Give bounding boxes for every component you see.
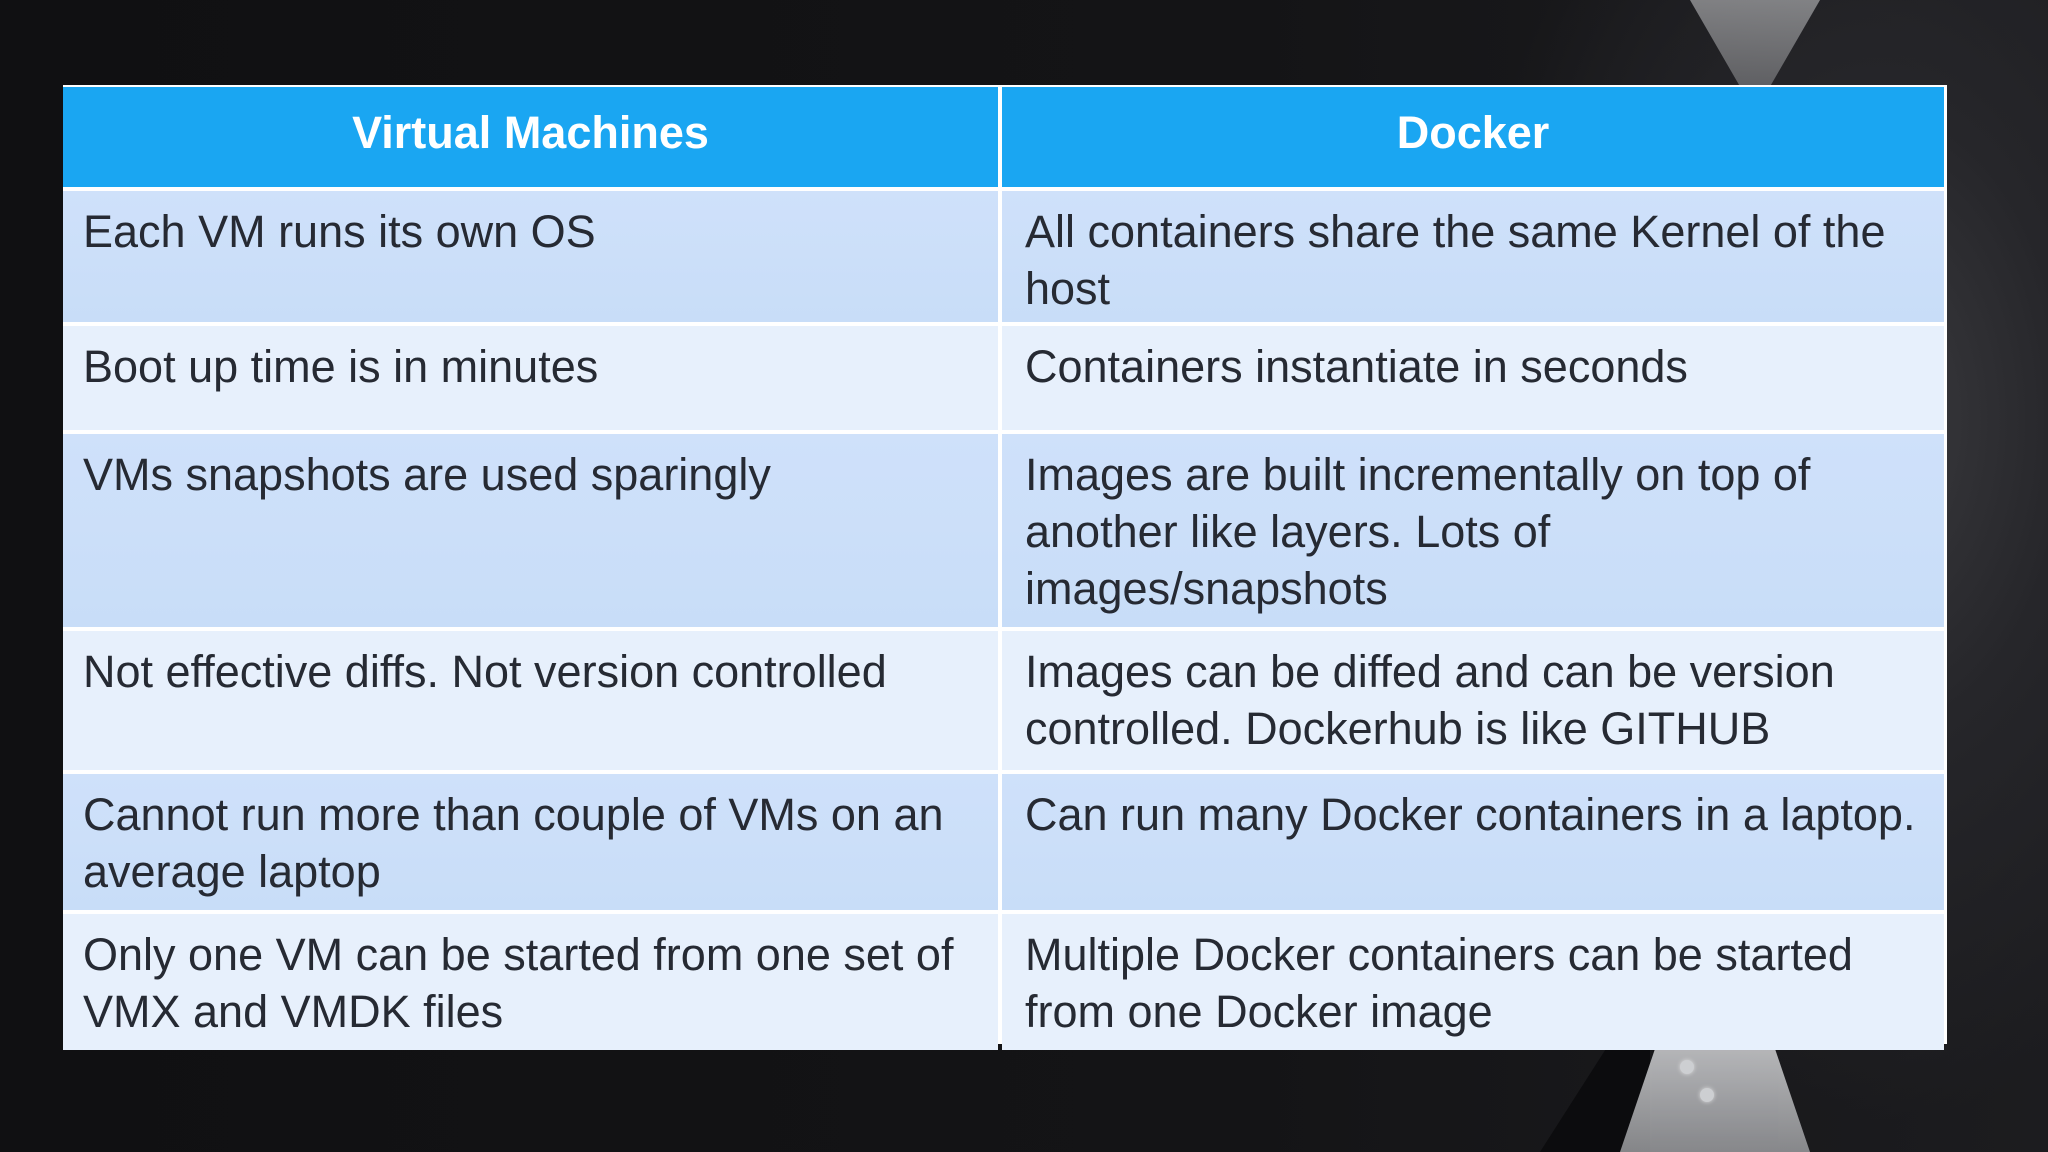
table-cell-docker-6: Multiple Docker containers can be starte… bbox=[1002, 914, 1944, 1050]
table-cell-vm-2: Boot up time is in minutes bbox=[63, 326, 998, 430]
table-cell-docker-3: Images are built incrementally on top of… bbox=[1002, 434, 1944, 627]
table-cell-docker-4: Images can be diffed and can be version … bbox=[1002, 631, 1944, 770]
comparison-grid: Virtual Machines Docker Each VM runs its… bbox=[63, 85, 1947, 1050]
table-cell-vm-4: Not effective diffs. Not version control… bbox=[63, 631, 998, 770]
table-cell-vm-6: Only one VM can be started from one set … bbox=[63, 914, 998, 1050]
table-cell-docker-1: All containers share the same Kernel of … bbox=[1002, 191, 1944, 322]
table-cell-vm-5: Cannot run more than couple of VMs on an… bbox=[63, 774, 998, 910]
table-cell-vm-1: Each VM runs its own OS bbox=[63, 191, 998, 322]
table-cell-docker-2: Containers instantiate in seconds bbox=[1002, 326, 1944, 430]
shirt-collar-shape bbox=[1690, 0, 1820, 90]
header-docker: Docker bbox=[1002, 87, 1944, 187]
comparison-table: Virtual Machines Docker Each VM runs its… bbox=[63, 85, 1947, 1050]
table-cell-docker-5: Can run many Docker containers in a lapt… bbox=[1002, 774, 1944, 910]
table-cell-vm-3: VMs snapshots are used sparingly bbox=[63, 434, 998, 627]
header-virtual-machines: Virtual Machines bbox=[63, 87, 998, 187]
